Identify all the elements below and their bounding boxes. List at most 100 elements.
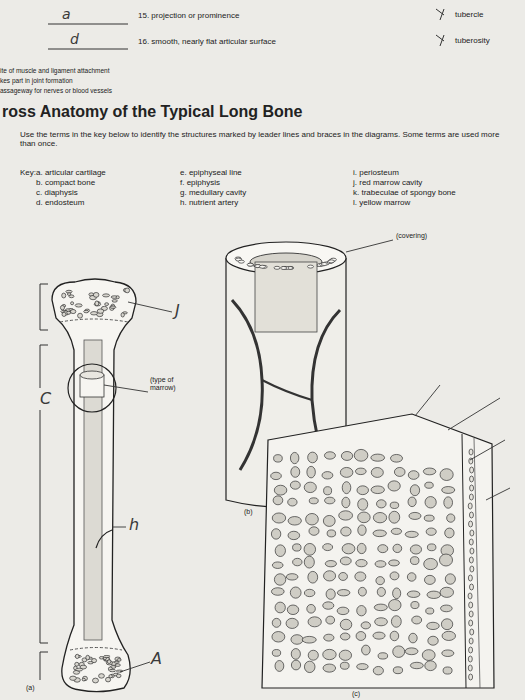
trabecula-space (326, 589, 335, 599)
trabecula-space (272, 513, 285, 523)
trabecula-space (340, 633, 349, 640)
trabecula-space (67, 311, 71, 314)
trabecula-space (358, 587, 366, 596)
trabecula-space (323, 664, 336, 672)
trabecula-space (390, 502, 398, 508)
trabecula-space (324, 487, 332, 495)
label-text: e. epiphyseal line (180, 168, 242, 177)
trabecula-space (373, 512, 386, 522)
trabecula-space (371, 486, 384, 494)
trabecula-space (307, 466, 315, 478)
trabecula-space (388, 481, 400, 491)
trabecula-space (357, 606, 366, 616)
trabecula-space (75, 654, 79, 658)
trabecula-space (309, 498, 318, 504)
trabecula-space (60, 305, 64, 309)
trabecula-space (390, 572, 399, 580)
trabecula-space (290, 587, 301, 598)
trabecula-space (407, 573, 416, 581)
trabecula-space (425, 497, 436, 508)
trabecula-space (247, 263, 253, 266)
label-text: h. nutrient artery (180, 198, 238, 207)
trabecula-space (470, 629, 474, 635)
trabecula-space (290, 452, 298, 463)
trabecula-space (288, 517, 301, 525)
trabecula-space (357, 486, 369, 495)
trabecula-space (410, 557, 419, 565)
leader-line (104, 302, 172, 672)
trabecula-space (358, 499, 368, 511)
trabecula-space (112, 300, 117, 303)
trabecula-space (469, 638, 473, 644)
label-text: c. diaphysis (36, 188, 78, 197)
trabecula-space (324, 634, 334, 641)
trabecula-space (375, 618, 388, 626)
trabecula-space (423, 468, 435, 475)
trabecula-space (286, 618, 298, 628)
trabecula-space (321, 263, 327, 266)
trabecula-space (441, 605, 453, 612)
trabecula-space (293, 558, 302, 565)
trabecula-space (371, 454, 385, 461)
trabecula-space (271, 588, 284, 596)
leader-line (415, 385, 510, 500)
label-text: (b) (244, 508, 253, 516)
trabecula-space (357, 664, 369, 670)
trabecula-space (323, 649, 336, 659)
trabecula-space (443, 667, 452, 674)
trabecula-space (341, 527, 351, 536)
trabecula-space (110, 306, 116, 308)
trabecula-space (103, 294, 110, 297)
trabecula-space (373, 530, 386, 537)
trabecula-space (339, 650, 351, 660)
trabecula-space (327, 530, 336, 537)
trabecula-space (291, 635, 303, 645)
trabecula-space (442, 631, 455, 640)
trabecula-space (469, 512, 473, 518)
trabecula-space (272, 562, 283, 569)
trabecula-space (75, 304, 82, 307)
trabecula-space (424, 575, 435, 584)
trabecula-space (342, 497, 350, 508)
trabecula-space (302, 636, 316, 643)
trabecula-space (389, 560, 400, 566)
trabecula-space (273, 496, 283, 505)
trabecula-space (356, 559, 367, 566)
label-text: kes part in joint formation (0, 77, 73, 84)
trabecula-space (357, 543, 366, 553)
trabecula-space (287, 605, 298, 615)
trabecula-space (469, 602, 473, 608)
trabecula-space (468, 665, 472, 671)
trabecula-space (374, 604, 387, 611)
trabecula-space (275, 661, 284, 672)
trabecula-space (125, 288, 130, 293)
trabecula-space (328, 260, 334, 263)
trabecula-space (291, 649, 300, 660)
trabecula-space (274, 266, 280, 269)
trabecula-space (373, 632, 385, 639)
trabecula-space (358, 525, 366, 535)
trabecula-space (425, 482, 433, 488)
trabecula-space (274, 574, 285, 585)
trabecula-space (427, 622, 440, 629)
handwritten-answer: d (70, 31, 79, 47)
answer-line (48, 24, 128, 25)
trabecula-space (91, 312, 98, 315)
trabecula-space (468, 656, 472, 662)
trabecula-space (470, 476, 474, 482)
label-text: tubercle (455, 10, 483, 19)
trabecula-space (371, 468, 383, 478)
trabecula-space (99, 674, 105, 678)
trabecula-space (470, 584, 474, 590)
trabecula-space (304, 482, 316, 492)
label-text: j. red marrow cavity (353, 178, 422, 187)
trabecula-space (271, 529, 280, 539)
trabecula-space (378, 653, 388, 659)
label-text: Key: (20, 168, 36, 177)
trabecula-space (425, 661, 436, 671)
check-mark (436, 35, 444, 46)
trabecula-space (469, 521, 473, 527)
trabecula-space (376, 500, 386, 508)
trabecula-space (324, 571, 336, 581)
trabecula-space (286, 574, 298, 580)
